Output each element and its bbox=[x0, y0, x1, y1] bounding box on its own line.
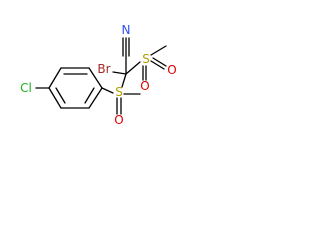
bottom-sulfur-label: S bbox=[115, 85, 123, 99]
ring-bond-6 bbox=[88, 87, 103, 109]
atom-labels: N Br S O O Cl S O bbox=[20, 23, 177, 127]
bond-top-sulfur-to-right-oxygen-1 bbox=[150, 60, 165, 70]
ring-inner-double-bond-3 bbox=[84, 87, 95, 104]
bond-top-sulfur-to-right-oxygen-2 bbox=[152, 57, 167, 67]
top-left-oxygen-label: O bbox=[140, 79, 149, 93]
bond-bottom-sulfur-to-ring bbox=[101, 87, 114, 94]
top-right-oxygen-label: O bbox=[167, 63, 176, 77]
bottom-oxygen-label: O bbox=[114, 113, 123, 127]
bond-center-to-top-sulfur bbox=[125, 61, 141, 75]
ring-bond-4 bbox=[48, 87, 62, 109]
chemical-structure-diagram: N Br S O O Cl S O bbox=[20, 23, 177, 127]
ring-inner-double-bond-2 bbox=[55, 87, 66, 104]
top-sulfur-label: S bbox=[142, 52, 150, 66]
bromine-label: Br bbox=[97, 62, 110, 76]
ring-bond-1 bbox=[88, 67, 103, 89]
ring-bond-3 bbox=[48, 67, 62, 89]
bond-lines bbox=[35, 37, 167, 115]
nitrogen-label: N bbox=[122, 23, 131, 37]
bond-top-sulfur-to-methyl bbox=[150, 45, 167, 56]
chlorine-label: Cl bbox=[20, 81, 32, 95]
bond-center-to-bottom-sulfur bbox=[121, 73, 127, 88]
bond-center-to-bromine bbox=[112, 71, 127, 75]
